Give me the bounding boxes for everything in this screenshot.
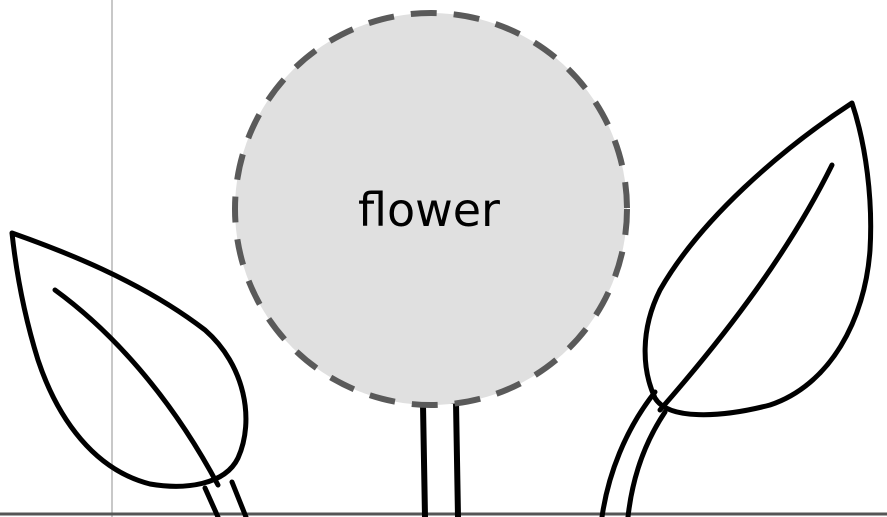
flower-label: flower [358,183,500,237]
right-leaf [645,103,871,415]
flower-stem [423,401,462,517]
right-stem [602,392,665,517]
left-stem [205,482,246,517]
right-leaf-vein [660,165,832,410]
